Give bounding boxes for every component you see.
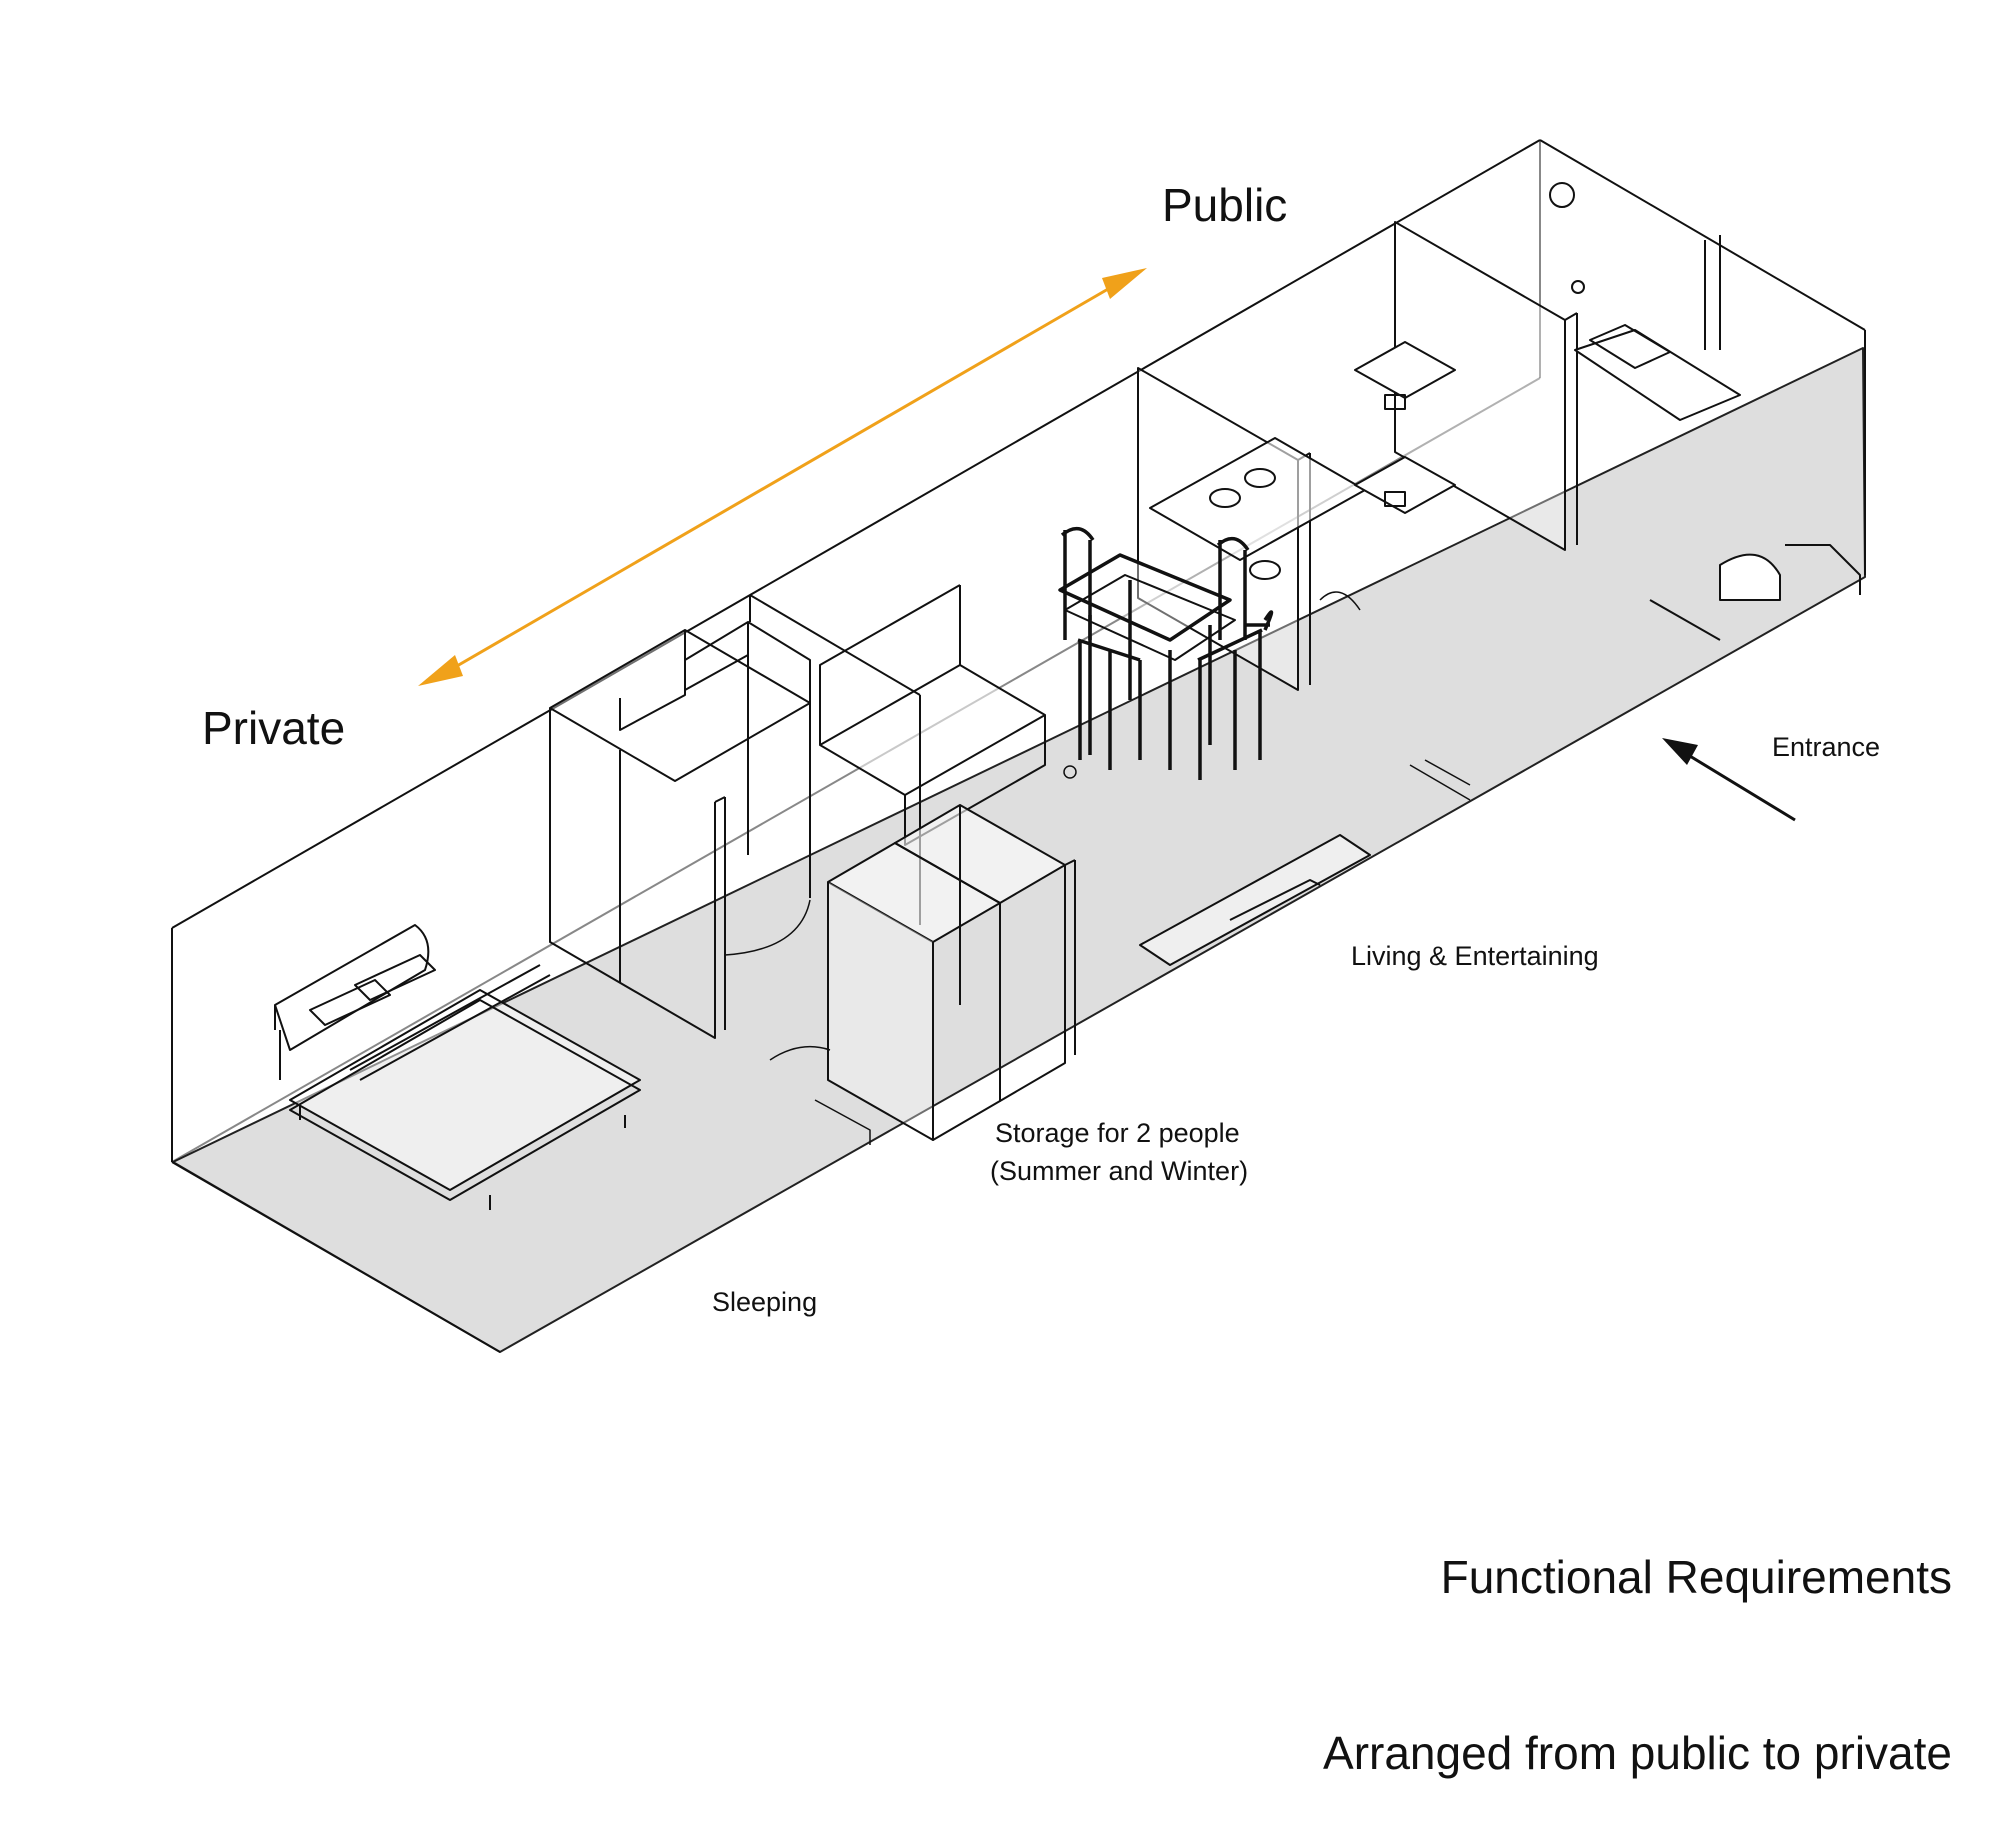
living-rug <box>1139 834 1371 966</box>
wardrobe-icon <box>549 594 921 1039</box>
label-sleeping: Sleeping <box>712 1287 818 1317</box>
diagram-title: Functional Requirements Arranged from pu… <box>1323 1430 1952 1842</box>
label-private: Private <box>202 702 346 754</box>
kitchen-counter-icon <box>1149 341 1456 580</box>
label-public: Public <box>1162 179 1288 231</box>
title-line-1: Functional Requirements <box>1440 1550 1952 1603</box>
wardrobe-icon <box>769 804 1076 1145</box>
door-markers <box>1063 591 1471 801</box>
entrance-arrow-icon <box>1662 738 1796 822</box>
isometric-floor-plan <box>171 139 1866 1353</box>
label-storage-line1: Storage for 2 people <box>995 1118 1240 1148</box>
bathroom-sink-icon <box>1549 182 1861 641</box>
label-living: Living & Entertaining <box>1351 941 1599 971</box>
title-line-2: Arranged from public to private <box>1323 1727 1952 1780</box>
dining-set-icon <box>1058 526 1274 780</box>
label-storage-line2: (Summer and Winter) <box>990 1156 1249 1186</box>
double-arrow-icon <box>418 268 1147 686</box>
label-entrance: Entrance <box>1772 732 1881 762</box>
bed-icon <box>274 924 641 1210</box>
